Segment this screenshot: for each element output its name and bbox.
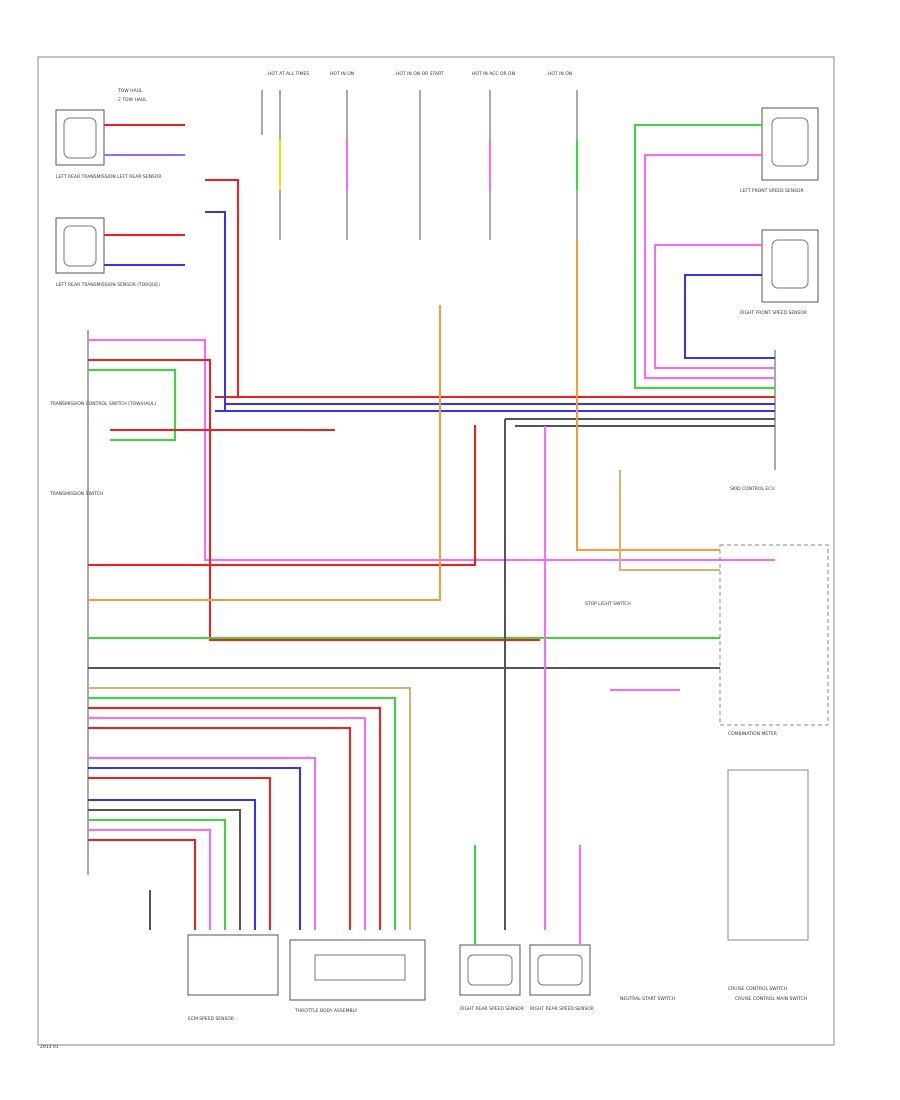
- combination-meter-box: [719, 544, 829, 726]
- cruise-switch-box: [727, 769, 809, 941]
- bottom-connector-rr2: [529, 944, 591, 996]
- top-feed-colors: [279, 140, 578, 190]
- trans-switch-label: TRANSMISSION SWITCH: [49, 491, 103, 497]
- trans-control-label: TRANSMISSION CONTROL SWITCH (TOW/HAUL): [49, 401, 156, 407]
- throttle-label: THROTTLE BODY ASSEMBLY: [294, 1008, 357, 1014]
- lf-speed-sensor-label: LEFT FRONT SPEED SENSOR: [740, 188, 804, 194]
- legend: TOW HAUL 2 TOW HAUL: [117, 88, 147, 103]
- top-fuse-labels: HOT AT ALL TIMES HOT IN ON HOT IN ON OR …: [268, 71, 572, 77]
- top-label-4: HOT IN ACC OR ON: [472, 71, 515, 77]
- skid-control-label: SKID CONTROL ECU: [730, 486, 775, 492]
- top-label-2: HOT IN ON: [330, 71, 354, 77]
- main-bus: [215, 396, 775, 427]
- bottom-connector-throttle: [289, 939, 426, 1001]
- stop-light-label: STOP LIGHT SWITCH: [585, 601, 631, 607]
- top-feeds: [261, 90, 578, 240]
- left-rear-sensor-2: [55, 217, 105, 274]
- rr-sensor-2-label: RIGHT REAR SPEED SENSOR: [530, 1006, 594, 1012]
- top-label-3: HOT IN ON OR START: [396, 71, 444, 77]
- diagram-border: [37, 56, 835, 1046]
- rf-speed-sensor: [761, 229, 819, 303]
- lf-speed-sensor: [761, 107, 819, 181]
- left-rear-sensor-1-label: LEFT REAR TRANSMISSION LEFT REAR SENSOR: [56, 174, 161, 180]
- combination-meter-label: COMBINATION METER: [728, 731, 777, 737]
- right-sensor-wires: [634, 124, 775, 389]
- bottom-small-wires: [149, 845, 581, 945]
- speed-sensor-left-label: ECM SPEED SENSOR: [188, 1016, 234, 1022]
- top-label-5: HOT IN ON: [548, 71, 572, 77]
- left-rear-sensor-1: [55, 109, 105, 166]
- legend-item-1: TOW HAUL: [117, 88, 143, 94]
- cruise-switch-label: CRUISE CONTROL SWITCH: [728, 986, 787, 992]
- bottom-connector-speed-sensor: [187, 934, 279, 996]
- footer-code: 2013 01: [40, 1044, 59, 1050]
- neutral-start-label: NEUTRAL START SWITCH: [620, 996, 675, 1002]
- top-label-1: HOT AT ALL TIMES: [268, 71, 309, 77]
- cruise-main-label: CRUISE CONTROL MAIN SWITCH: [735, 996, 807, 1002]
- left-sensor-wires: [104, 124, 239, 411]
- left-rear-sensor-2-label: LEFT REAR TRANSMISSION SENSOR (TORQUE): [56, 282, 160, 288]
- bottom-connector-rr1: [459, 944, 521, 996]
- rf-speed-sensor-label: RIGHT FRONT SPEED SENSOR: [740, 310, 807, 316]
- right-bottom-wires: [504, 240, 720, 930]
- rr-sensor-1-label: RIGHT REAR SPEED SENSOR: [460, 1006, 524, 1012]
- legend-item-2: 2 TOW HAUL: [118, 97, 147, 103]
- ecm-left-wires: [88, 305, 775, 930]
